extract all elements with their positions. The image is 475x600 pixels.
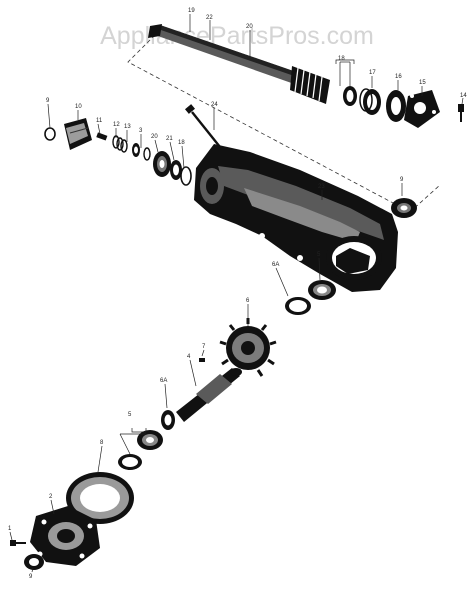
callout-6a-lower: 6A	[160, 378, 167, 384]
callout-10: 10	[75, 104, 82, 110]
callout-8: 8	[100, 440, 104, 446]
race-6a-upper	[285, 297, 311, 315]
bearing-18-upper	[343, 86, 357, 106]
ring-16	[386, 90, 406, 122]
callout-6: 6	[246, 298, 250, 304]
ring-21	[170, 160, 182, 180]
callout-3: 3	[139, 128, 143, 134]
cover-plate-15	[404, 90, 440, 128]
ring-18-lower	[180, 166, 192, 186]
callout-19: 19	[188, 8, 195, 14]
bearing-5-upper	[308, 280, 336, 300]
bearing-5-lower	[137, 430, 163, 450]
washer-13	[132, 143, 140, 157]
callout-24: 24	[211, 102, 218, 108]
callout-9-lower: 9	[29, 574, 33, 580]
callout-20-bearing: 20	[151, 134, 158, 140]
race-6a-lower	[161, 410, 175, 430]
callout-18-lower: 18	[178, 140, 185, 146]
watermark: AppliancePartsPros.com	[100, 22, 374, 50]
stud-11	[96, 132, 108, 141]
steering-shaft	[148, 24, 330, 104]
bolt-14	[458, 104, 464, 122]
key-7	[199, 358, 205, 362]
callout-15: 15	[419, 80, 426, 86]
bolt-1	[10, 540, 26, 546]
callout-16: 16	[395, 74, 402, 80]
callout-13: 13	[124, 124, 131, 130]
seal-17	[359, 88, 381, 115]
callout-4: 4	[187, 354, 191, 360]
callout-1: 1	[8, 526, 12, 532]
bearing-20-lower	[153, 151, 171, 177]
gasket-8	[66, 472, 134, 524]
callout-5-upper: 5	[317, 252, 321, 258]
callout-14: 14	[460, 93, 467, 99]
callout-bracket-5	[131, 428, 147, 433]
seal-9-lower	[24, 554, 44, 570]
callout-6a-upper: 6A	[272, 262, 279, 268]
seal-9-right	[391, 198, 417, 218]
callout-20-shaft: 20	[246, 24, 253, 30]
washer-3	[143, 147, 151, 161]
callout-5-lower: 5	[128, 412, 132, 418]
assembly-outline	[127, 29, 441, 213]
callout-12: 12	[113, 122, 120, 128]
adjuster-plug-10	[64, 118, 92, 150]
sector-gear-6	[219, 318, 277, 377]
leader-lines	[9, 14, 464, 573]
callout-21: 21	[166, 136, 173, 142]
washer-9-upper	[44, 127, 56, 141]
callout-9-right: 9	[400, 177, 404, 183]
callout-7: 7	[202, 344, 206, 350]
shaft-worm-thread	[290, 66, 330, 104]
callout-2: 2	[49, 494, 53, 500]
gear-housing-23	[194, 144, 398, 292]
callout-bracket-18	[335, 59, 355, 64]
spring-12	[112, 135, 128, 153]
ring-5-lower	[118, 454, 142, 470]
callout-22: 22	[206, 15, 213, 21]
end-cover-2	[30, 506, 100, 566]
callout-17: 17	[369, 70, 376, 76]
callouts: 19 22 20 18 17 16 15 14 9 10 11 12 13 3 …	[8, 8, 467, 580]
worm-shaft-4	[176, 368, 242, 422]
callout-11: 11	[96, 118, 103, 124]
callout-23: 23	[318, 184, 325, 190]
callout-9-upper: 9	[46, 98, 50, 104]
callout-18-upper: 18	[338, 56, 345, 62]
